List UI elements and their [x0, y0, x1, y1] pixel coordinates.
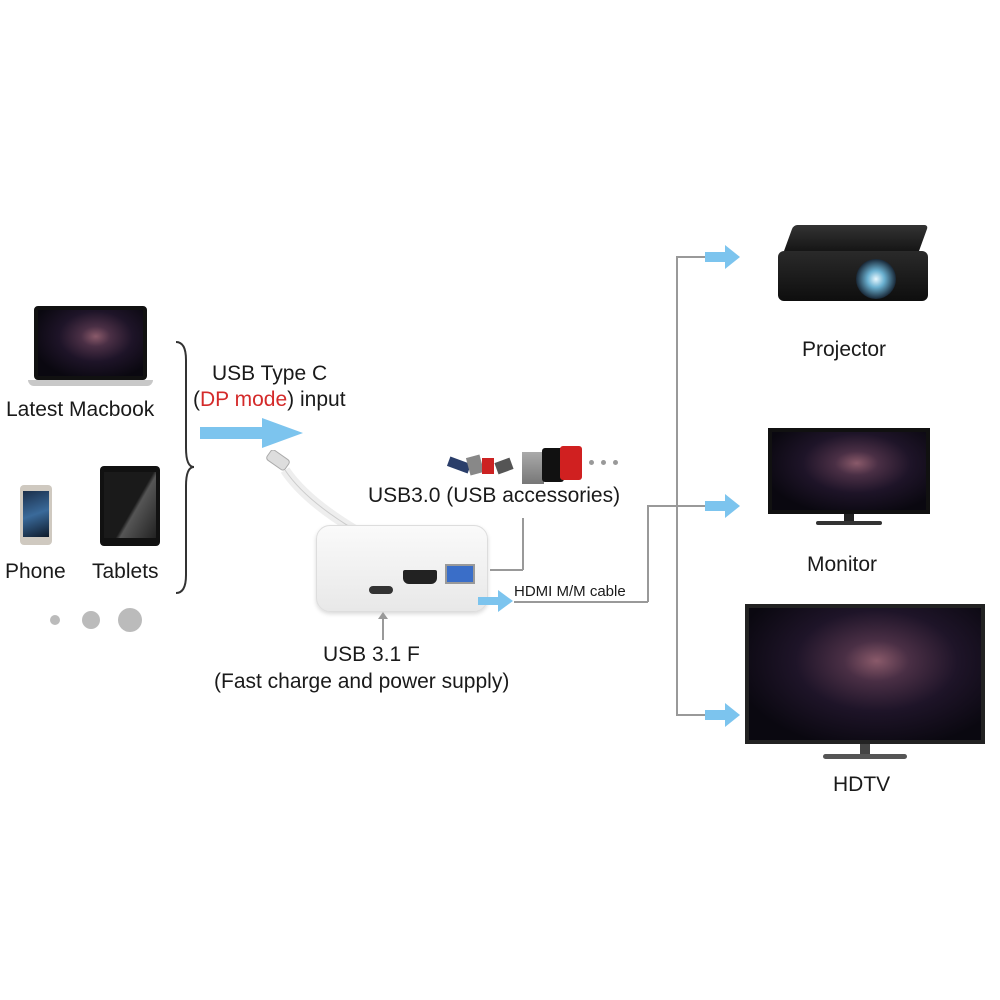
- usb30-label: USB3.0 (USB accessories): [368, 484, 621, 507]
- more-dot-small: [50, 615, 60, 625]
- hdtv-label: HDTV: [833, 773, 891, 796]
- projector-image: [778, 225, 929, 305]
- macbook-image: [28, 306, 153, 386]
- usb-accessories-image: [446, 452, 518, 477]
- hdtv-arrow-icon: [705, 703, 740, 727]
- hdtv-image: [745, 604, 985, 764]
- accessories-more-dot: [613, 460, 618, 465]
- usb-c-cable: [266, 450, 358, 535]
- usb31-label-line1: USB 3.1 F: [323, 643, 420, 666]
- accessories-more-dot: [601, 460, 606, 465]
- output-trunk-line: [676, 256, 678, 715]
- input-label-line2: (DP mode) input: [193, 388, 346, 412]
- hdmi-label: HDMI M/M cable: [514, 583, 626, 600]
- macbook-label: Latest Macbook: [6, 398, 155, 421]
- more-dot-medium: [82, 611, 100, 629]
- projector-label: Projector: [802, 338, 887, 361]
- input-arrow-icon: [200, 418, 303, 448]
- grouping-brace: [175, 341, 195, 594]
- more-dot-large: [118, 608, 142, 632]
- phone-label: Phone: [5, 560, 66, 583]
- monitor-label: Monitor: [807, 553, 878, 576]
- tablet-image: [100, 466, 160, 546]
- projector-arrow-icon: [705, 245, 740, 269]
- hdmi-port: [403, 570, 437, 584]
- usb31-pointer-line: [382, 618, 384, 640]
- hard-drives-image: [522, 446, 584, 484]
- monitor-branch-line: [676, 505, 706, 507]
- monitor-arrow-icon: [705, 494, 740, 518]
- usb-c-adapter: [316, 525, 488, 612]
- monitor-image: [768, 428, 930, 528]
- accessories-more-dot: [589, 460, 594, 465]
- projector-branch-line: [676, 256, 706, 258]
- hdtv-branch-line: [676, 714, 706, 716]
- dp-mode-highlight: DP mode: [200, 388, 288, 411]
- usb-c-port: [369, 586, 393, 594]
- hdmi-underline: [514, 601, 648, 603]
- usb31-label-line2: (Fast charge and power supply): [214, 670, 510, 693]
- usb-a-port: [445, 564, 475, 584]
- hdmi-arrow-icon: [478, 590, 513, 612]
- usb30-connector-vertical: [522, 518, 524, 570]
- hdmi-connector-vertical: [647, 505, 649, 602]
- input-suffix: ) input: [287, 388, 346, 411]
- tablets-label: Tablets: [92, 560, 159, 583]
- usb30-connector-horizontal: [490, 569, 523, 571]
- input-label-line1: USB Type C: [212, 362, 328, 385]
- hdmi-connector-horizontal: [647, 505, 677, 507]
- paren-open: (: [193, 388, 200, 411]
- phone-image: [20, 485, 52, 545]
- usb31-pointer-arrowhead: [378, 612, 388, 619]
